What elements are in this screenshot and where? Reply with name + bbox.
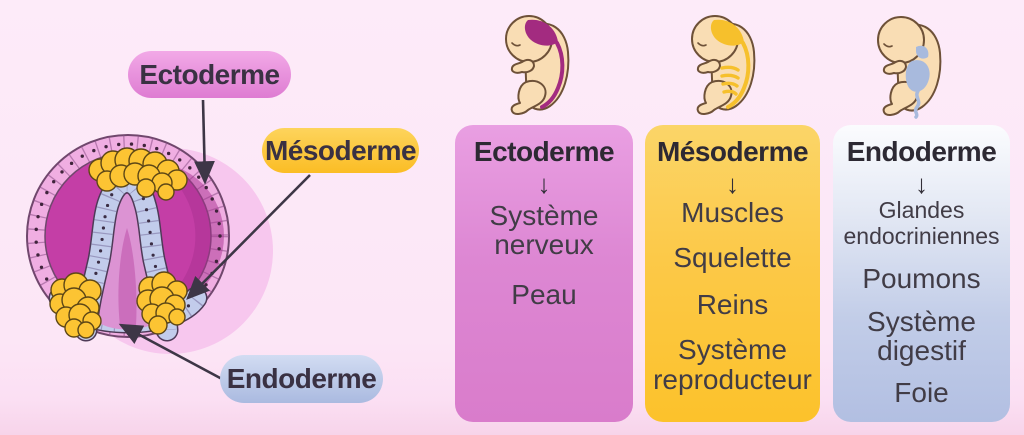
mesoderm-cell-clusters <box>49 147 188 339</box>
derivative-item: Système reproducteur <box>653 334 812 395</box>
ectoderme-label-pill: Ectoderme <box>128 51 291 98</box>
mesoderme-label-pill: Mésoderme <box>262 128 419 173</box>
derivative-item: Squelette <box>673 242 792 274</box>
derivative-item: Glandes endocriniennes <box>843 197 1000 249</box>
derivative-item: Reins <box>696 288 769 320</box>
down-arrow: ↓ <box>537 169 551 199</box>
derivative-item: Système digestif <box>867 305 976 367</box>
derivative-item: Poumons <box>862 262 981 294</box>
derivative-item: Peau <box>511 278 577 310</box>
derivative-item: Muscles <box>681 197 784 228</box>
column-mesoderme-title: Mésoderme <box>656 136 809 167</box>
endoderme-pointer-line <box>118 323 223 381</box>
column-endoderme: Endoderme ↓ Glandes endocriniennes Poumo… <box>833 125 1010 422</box>
mesoderme-pointer-line <box>186 174 311 300</box>
column-ectoderme-title: Ectoderme <box>473 136 615 167</box>
down-arrow: ↓ <box>915 169 928 199</box>
ectoderme-pointer-line <box>194 99 215 185</box>
fetus-skeleton-icon <box>691 15 756 115</box>
endoderme-label-pill: Endoderme <box>220 355 383 403</box>
down-arrow: ↓ <box>726 169 739 199</box>
column-mesoderme: Mésoderme ↓ Muscles Squelette Reins Syst… <box>645 125 820 422</box>
derivative-item: Système nerveux <box>489 200 599 261</box>
column-endoderme-title: Endoderme <box>846 136 997 167</box>
fetus-digestive-icon <box>877 16 942 119</box>
column-ectoderme: Ectoderme ↓ Système nerveux Peau <box>455 125 633 422</box>
gastrula-illustration <box>26 99 311 381</box>
derivative-item: Foie <box>894 376 949 408</box>
fetus-nervous-system-icon <box>505 15 570 115</box>
